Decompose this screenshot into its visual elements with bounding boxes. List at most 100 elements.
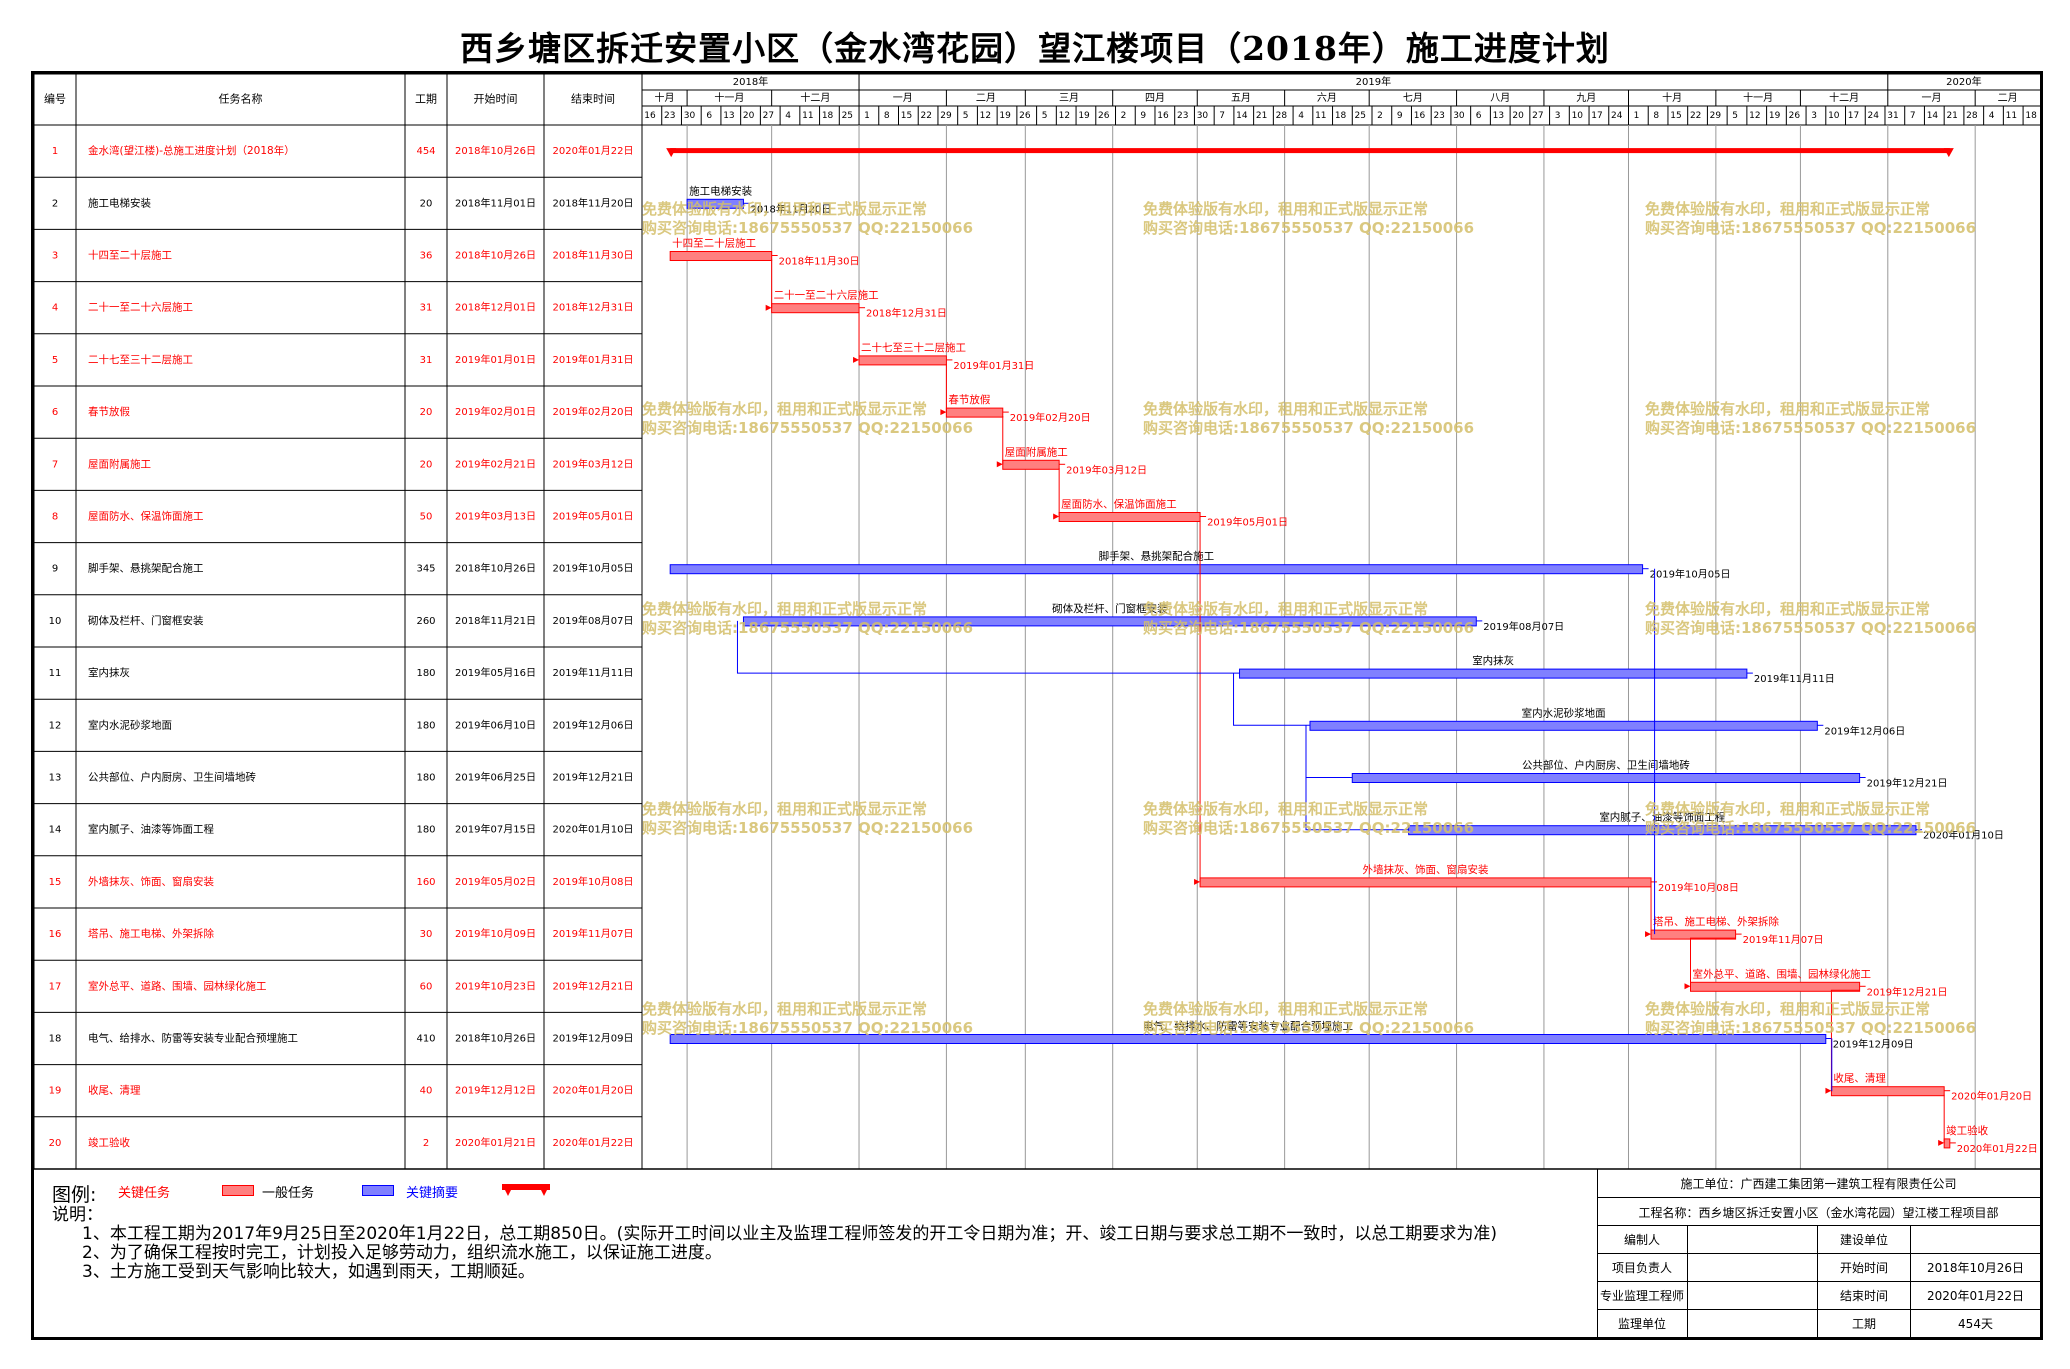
row-task-name: 二十一至二十六层施工	[88, 301, 193, 314]
row-duration: 180	[416, 668, 435, 679]
watermark-line: 购买咨询电话:18675550537 QQ:22150066	[1645, 219, 1977, 237]
timescale-day: 14	[1236, 111, 1248, 121]
timescale-day: 24	[1868, 111, 1880, 121]
task-bar	[1002, 459, 1060, 470]
row-start: 2019年06月10日	[455, 718, 536, 731]
row-end: 2019年01月31日	[553, 353, 634, 366]
timescale-day: 8	[1653, 111, 1659, 121]
row-duration: 30	[420, 929, 433, 940]
timescale-day: 17	[1591, 111, 1602, 121]
dependency-link	[1305, 777, 1409, 831]
timescale-day: 8	[884, 111, 890, 121]
builder-row: 施工单位：广西建工集团第一建筑工程有限责任公司	[1680, 1176, 1957, 1191]
timescale-day: 30	[1453, 111, 1465, 121]
timescale-day: 13	[1493, 111, 1504, 121]
row-start: 2018年10月26日	[455, 144, 536, 157]
watermark: 免费体验版有水印，租用和正式版显示正常购买咨询电话:18675550537 QQ…	[642, 600, 973, 638]
timescale-day: 31	[1887, 111, 1898, 121]
info-row: 编制人 建设单位	[1597, 1225, 2040, 1254]
task-end-label: 2019年12月21日	[1867, 985, 1948, 998]
timescale-month: 八月	[1490, 92, 1510, 104]
timescale-day: 3	[1811, 111, 1817, 121]
watermark-line: 免费体验版有水印，租用和正式版显示正常	[642, 1000, 928, 1018]
task-end-label: 2020年01月20日	[1951, 1090, 2032, 1103]
row-duration: 36	[420, 251, 433, 262]
timescale-day: 5	[1732, 111, 1738, 121]
timescale-day: 29	[1710, 111, 1722, 121]
timescale-day: 19	[999, 111, 1011, 121]
info-value: 2020年01月22日	[1910, 1282, 2040, 1310]
watermark: 免费体验版有水印，租用和正式版显示正常购买咨询电话:18675550537 QQ…	[1143, 800, 1474, 838]
timescale-day: 23	[1433, 111, 1444, 121]
timescale-day: 18	[822, 111, 834, 121]
row-id: 8	[52, 512, 58, 523]
dependency-arrow	[765, 304, 772, 311]
watermark: 免费体验版有水印，租用和正式版显示正常购买咨询电话:18675550537 QQ…	[1143, 400, 1474, 438]
task-end-label: 2020年01月22日	[1957, 1142, 2038, 1155]
info-row: 专业监理工程师 结束时间 2020年01月22日	[1597, 1281, 2040, 1310]
row-task-name: 外墙抹灰、饰面、窗扇安装	[88, 875, 214, 888]
row-duration: 260	[416, 616, 435, 627]
timescale-year: 2019年	[1356, 75, 1391, 88]
row-duration: 31	[420, 355, 433, 366]
task-bar-label: 脚手架、悬挑架配合施工	[1099, 550, 1215, 563]
row-duration: 180	[416, 720, 435, 731]
row-id: 17	[49, 981, 62, 992]
row-start: 2019年10月23日	[455, 979, 536, 992]
task-bar-label: 室外总平、道路、围墙、园林绿化施工	[1693, 967, 1872, 980]
row-id: 19	[49, 1086, 62, 1097]
row-duration: 180	[416, 825, 435, 836]
row-task-name: 脚手架、悬挑架配合施工	[88, 562, 204, 575]
column-header: 编号	[44, 92, 66, 106]
legend-critical-label: 关键任务	[118, 1186, 171, 1201]
task-end-label: 2019年03月12日	[1066, 463, 1147, 476]
info-value: 454天	[1910, 1310, 2040, 1338]
watermark-line: 购买咨询电话:18675550537 QQ:22150066	[1645, 1019, 1977, 1037]
notes: 说明： 1、本工程工期为2017年9月25日至2020年1月22日，总工期850…	[52, 1206, 1582, 1282]
watermark-line: 购买咨询电话:18675550537 QQ:22150066	[1645, 819, 1977, 837]
watermark: 免费体验版有水印，租用和正式版显示正常购买咨询电话:18675550537 QQ…	[642, 1000, 973, 1038]
task-end-label: 2019年12月09日	[1833, 1038, 1914, 1051]
info-label: 专业监理工程师	[1599, 1289, 1684, 1303]
watermark-line: 购买咨询电话:18675550537 QQ:22150066	[642, 619, 974, 637]
row-task-name: 二十七至三十二层施工	[88, 353, 193, 366]
row-id: 18	[49, 1034, 62, 1045]
row-task-name: 电气、给排水、防雷等安装专业配合预埋施工	[88, 1032, 298, 1045]
row-end: 2019年05月01日	[553, 510, 634, 523]
watermark-line: 购买咨询电话:18675550537 QQ:22150066	[642, 819, 974, 837]
timescale-day: 23	[1177, 111, 1188, 121]
timescale-day: 22	[920, 111, 931, 121]
row-id: 5	[52, 355, 58, 366]
timescale-day: 10	[1828, 111, 1840, 121]
row-id: 1	[52, 146, 58, 157]
watermark-line: 免费体验版有水印，租用和正式版显示正常	[1645, 200, 1931, 218]
row-end: 2018年12月31日	[553, 301, 634, 314]
timescale-day: 22	[1690, 111, 1701, 121]
task-end-label: 2019年05月01日	[1207, 516, 1288, 529]
row-duration: 31	[420, 303, 433, 314]
row-start: 2018年10月26日	[455, 1032, 536, 1045]
row-duration: 60	[420, 981, 433, 992]
watermark-line: 免费体验版有水印，租用和正式版显示正常	[1645, 400, 1931, 418]
task-bar-label: 春节放假	[948, 393, 990, 406]
watermark-line: 购买咨询电话:18675550537 QQ:22150066	[642, 1019, 974, 1037]
task-bar	[1351, 773, 1861, 783]
row-start: 2019年06月25日	[455, 771, 536, 784]
row-id: 14	[49, 825, 62, 836]
row-id: 13	[49, 773, 62, 784]
row-task-name: 室内水泥砂浆地面	[88, 718, 172, 731]
row-duration: 410	[416, 1034, 435, 1045]
timescale-day: 27	[763, 111, 774, 121]
row-start: 2018年11月01日	[455, 196, 536, 209]
task-bar-label: 外墙抹灰、饰面、窗扇安装	[1363, 863, 1489, 876]
timescale-day: 17	[1848, 111, 1859, 121]
column-header: 工期	[415, 93, 437, 106]
timescale-day: 5	[1042, 111, 1048, 121]
task-end-label: 2019年12月21日	[1867, 777, 1948, 790]
row-end: 2020年01月22日	[553, 144, 634, 157]
dependency-arrow	[1053, 513, 1060, 520]
timescale-day: 15	[901, 111, 912, 121]
row-task-name: 室内抹灰	[88, 666, 130, 679]
watermark-line: 购买咨询电话:18675550537 QQ:22150066	[1143, 219, 1475, 237]
row-end: 2019年10月05日	[553, 562, 634, 575]
